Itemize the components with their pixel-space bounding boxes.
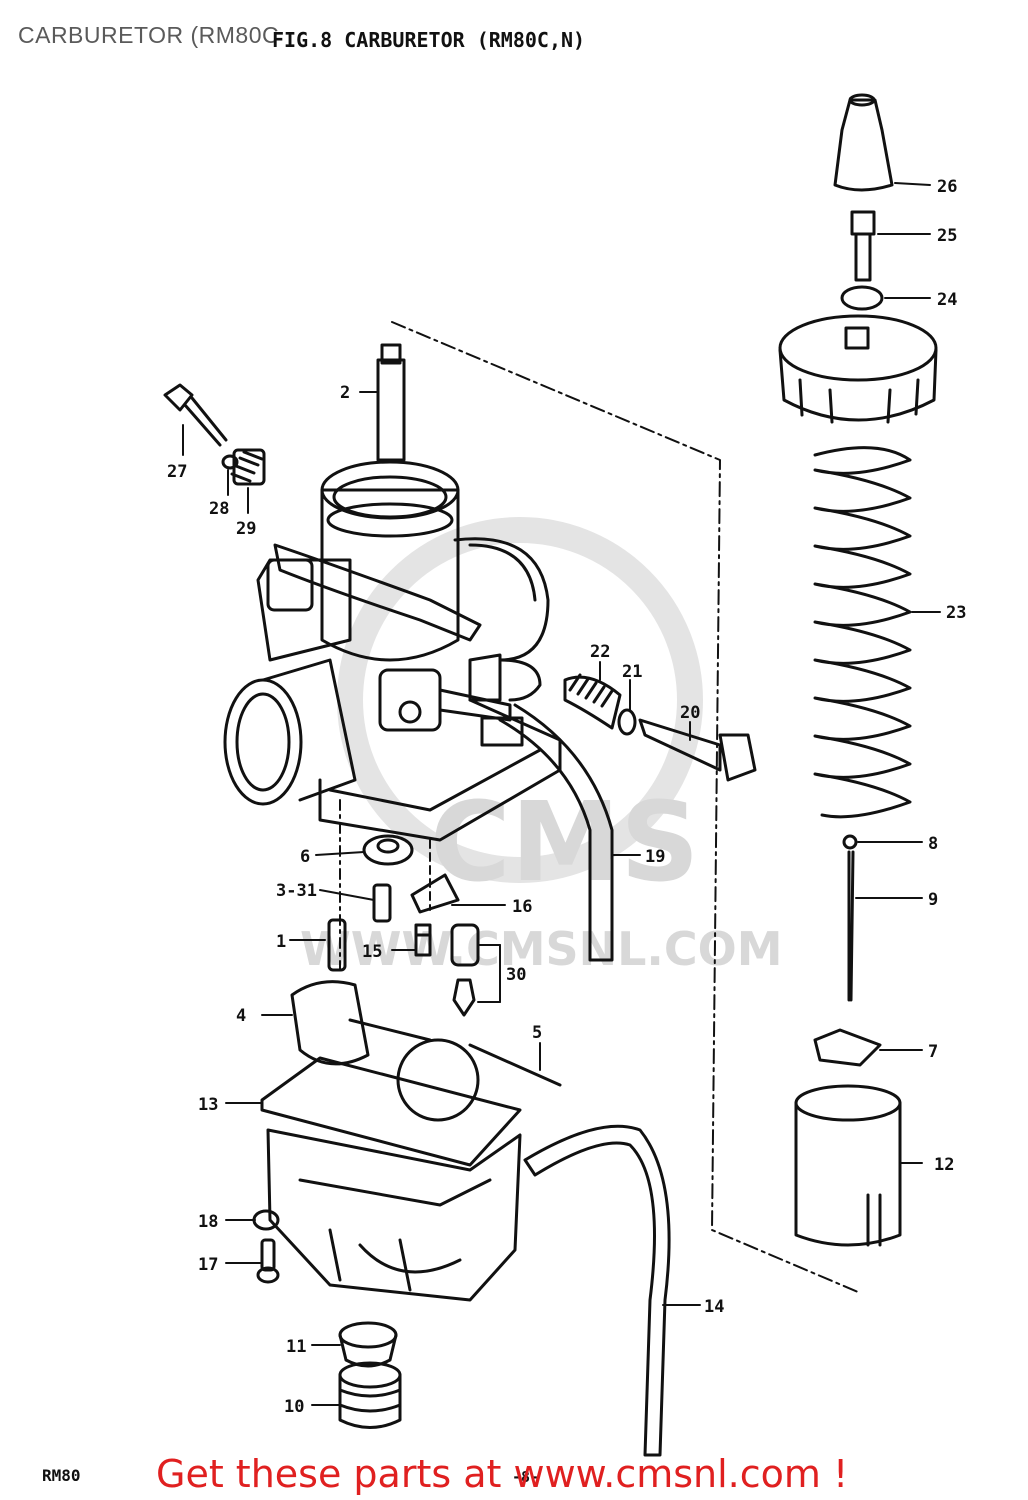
part-18 bbox=[252, 1209, 280, 1231]
callout-23: 23 bbox=[946, 603, 966, 623]
callout-20: 20 bbox=[680, 703, 700, 723]
cap bbox=[778, 314, 938, 424]
model-label: RM80 bbox=[42, 1466, 81, 1485]
callout-1: 1 bbox=[276, 932, 286, 952]
callout-30: 30 bbox=[506, 965, 526, 985]
callouts: 2 27 28 29 26 25 24 23 22 21 20 19 8 9 7… bbox=[167, 177, 966, 1417]
part-29 bbox=[230, 448, 266, 486]
part-21 bbox=[617, 708, 637, 736]
page-number: -8- bbox=[512, 1468, 540, 1486]
part-9 bbox=[847, 850, 855, 1002]
callout-12: 12 bbox=[934, 1155, 954, 1175]
watermark-site: WWW.CMSNL.COM bbox=[300, 922, 783, 976]
callout-19: 19 bbox=[645, 847, 665, 867]
watermark-brand: CMS bbox=[430, 778, 699, 906]
callout-28: 28 bbox=[209, 499, 229, 519]
float-bowl bbox=[266, 1128, 522, 1302]
callout-10: 10 bbox=[284, 1397, 304, 1417]
part-28 bbox=[221, 454, 239, 470]
callout-14: 14 bbox=[704, 1297, 724, 1317]
watermark: CMS WWW.CMSNL.COM bbox=[300, 517, 783, 976]
part-1 bbox=[327, 918, 347, 972]
callout-11: 11 bbox=[286, 1337, 306, 1357]
part-23 bbox=[813, 446, 912, 819]
part-17 bbox=[256, 1238, 280, 1284]
callout-3-31: 3-31 bbox=[276, 881, 317, 901]
part-15 bbox=[414, 923, 432, 957]
part-26 bbox=[833, 93, 894, 192]
callout-4: 4 bbox=[236, 1006, 246, 1026]
carburetor-body bbox=[223, 460, 562, 842]
part-20 bbox=[638, 718, 757, 782]
callout-7: 7 bbox=[928, 1042, 938, 1062]
callout-24: 24 bbox=[937, 290, 957, 310]
promo-link[interactable]: Get these parts at www.cmsnl.com ! bbox=[156, 1452, 849, 1496]
callout-27: 27 bbox=[167, 462, 187, 482]
part-14 bbox=[523, 1124, 671, 1457]
part-13 bbox=[260, 1056, 522, 1167]
part-5 bbox=[468, 1043, 562, 1087]
callout-6: 6 bbox=[300, 847, 310, 867]
part-12 bbox=[794, 1084, 902, 1247]
callout-16: 16 bbox=[512, 897, 532, 917]
assembly-line bbox=[391, 321, 859, 1293]
figure-title: FIG.8 CARBURETOR (RM80C,N) bbox=[272, 28, 586, 52]
part-4 bbox=[290, 980, 480, 1122]
callout-22: 22 bbox=[590, 642, 610, 662]
part-10 bbox=[338, 1361, 402, 1429]
callout-26: 26 bbox=[937, 177, 957, 197]
callout-25: 25 bbox=[937, 226, 957, 246]
part-25 bbox=[850, 210, 876, 282]
part-3-31 bbox=[372, 883, 392, 923]
callout-2: 2 bbox=[340, 383, 350, 403]
part-8 bbox=[842, 834, 858, 850]
part-22 bbox=[563, 673, 622, 730]
part-7 bbox=[813, 1028, 882, 1067]
part-2 bbox=[376, 343, 406, 462]
callout-21: 21 bbox=[622, 662, 642, 682]
leader-lines bbox=[182, 182, 941, 1406]
part-6 bbox=[362, 834, 414, 866]
callout-18: 18 bbox=[198, 1212, 218, 1232]
part-11 bbox=[338, 1321, 398, 1368]
callout-9: 9 bbox=[928, 890, 938, 910]
callout-5: 5 bbox=[532, 1023, 542, 1043]
part-16 bbox=[410, 873, 460, 914]
callout-8: 8 bbox=[928, 834, 938, 854]
callout-29: 29 bbox=[236, 519, 256, 539]
callout-15: 15 bbox=[362, 942, 382, 962]
page-title: CARBURETOR (RM80C bbox=[18, 22, 280, 48]
part-24 bbox=[840, 285, 884, 311]
callout-13: 13 bbox=[198, 1095, 218, 1115]
part-27 bbox=[163, 383, 228, 447]
callout-17: 17 bbox=[198, 1255, 218, 1275]
part-19 bbox=[498, 703, 614, 962]
